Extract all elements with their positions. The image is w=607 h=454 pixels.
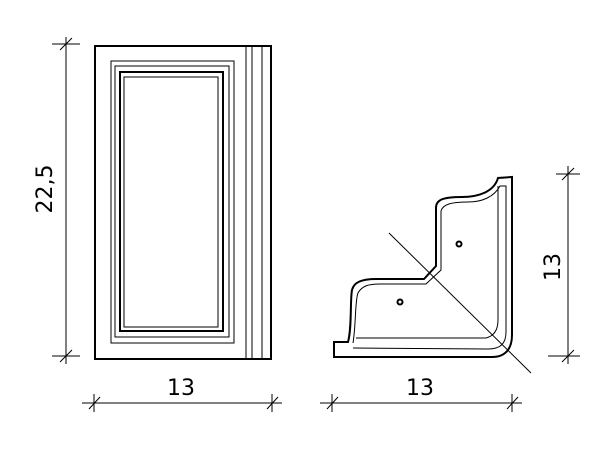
profile-outer-outline	[333, 175, 513, 358]
width-tick-left	[88, 396, 101, 410]
profile-edge-contour	[356, 186, 499, 339]
front-panel-inner	[123, 76, 219, 328]
front-height-dimension: 22,5	[33, 37, 80, 364]
front-outer-frame	[94, 45, 272, 360]
front-width-dimension: 13	[82, 376, 282, 412]
profile-height-tick-bottom	[561, 349, 575, 363]
front-panel-border-1	[110, 60, 235, 344]
profile-width-tick-right	[506, 396, 519, 410]
front-panel-border-3	[119, 71, 224, 332]
front-height-label: 22,5	[33, 165, 58, 214]
nail-hole-upper	[455, 240, 463, 248]
height-tick-top	[59, 37, 73, 51]
profile-height-label: 13	[541, 253, 566, 281]
profile-width-tick-left	[326, 396, 339, 410]
profile-inner-outline	[352, 185, 507, 350]
profile-height-tick-top	[561, 167, 575, 181]
profile-width-label: 13	[406, 376, 434, 401]
profile-miter-line	[388, 232, 532, 374]
width-tick-right	[266, 396, 279, 410]
nail-hole-lower	[396, 298, 404, 306]
front-panel-border-2	[114, 65, 230, 338]
profile-view	[333, 175, 532, 374]
profile-width-dimension: 13	[320, 376, 522, 412]
height-tick-bottom	[59, 349, 73, 363]
profile-height-dimension: 13	[541, 166, 580, 364]
front-view	[94, 45, 272, 360]
front-width-label: 13	[167, 376, 195, 401]
